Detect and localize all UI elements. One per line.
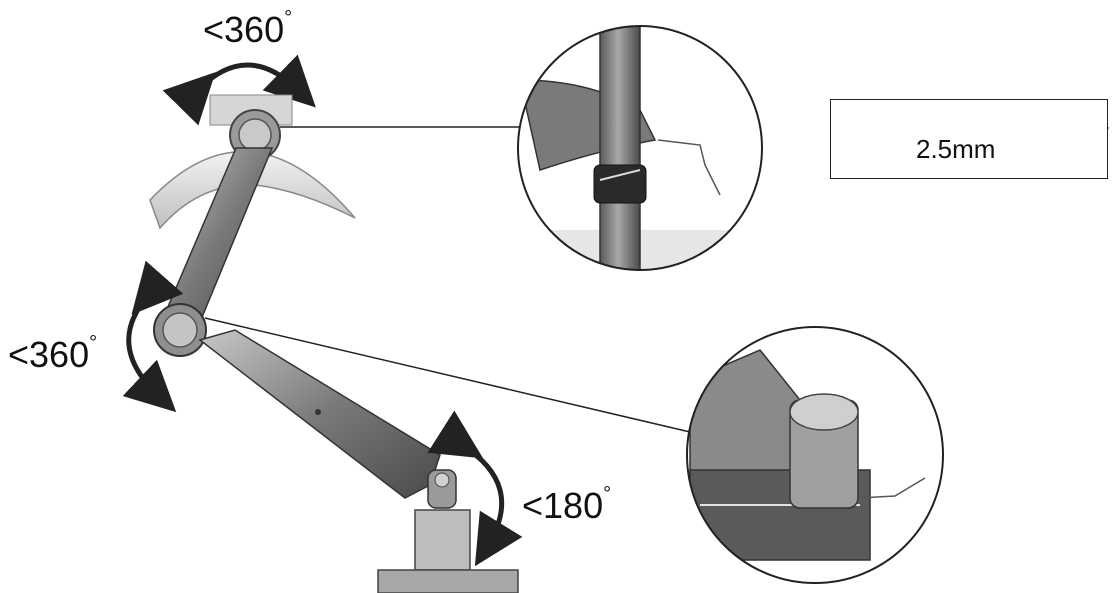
leader-line-bottom [204, 317, 691, 433]
rotation-angle-label-top: <360° [203, 7, 293, 50]
rotation-angle-label-middle: <360° [8, 332, 98, 375]
vesa-mount [414, 509, 471, 571]
hex-key-tool-box: 2.5mm [830, 99, 1108, 179]
rotation-arrow-icon [427, 410, 523, 567]
rotation-arrow-icon [122, 260, 184, 413]
monitor-tray [149, 150, 356, 230]
tilt-angle-label-bottom: <180° [522, 483, 612, 526]
detail-circle-top [518, 26, 762, 270]
rotation-arrow-icon [162, 54, 316, 126]
detail-circle-bottom [687, 327, 943, 583]
hex-key-size-label: 2.5mm [916, 134, 996, 164]
